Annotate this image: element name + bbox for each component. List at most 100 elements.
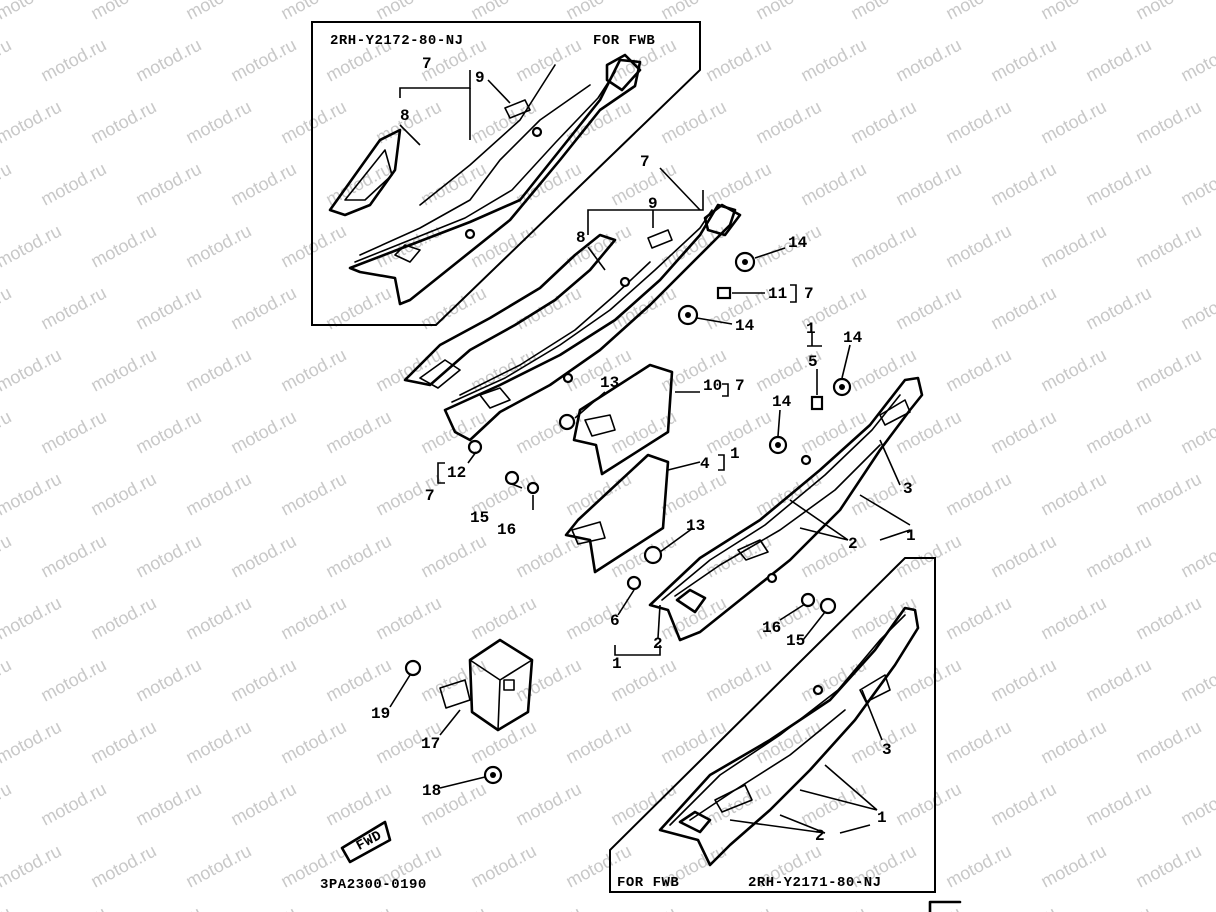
watermark-text: motod.ru [37, 655, 109, 706]
watermark-text: motod.ru [797, 779, 869, 830]
watermark-text: motod.ru [87, 593, 159, 644]
watermark-text: motod.ru [512, 531, 584, 582]
watermark-text: motod.ru [702, 531, 774, 582]
screw-19 [404, 659, 422, 677]
watermark-text: motod.ru [277, 593, 349, 644]
watermark-text: motod.ru [1082, 779, 1154, 830]
watermark-text: motod.ru [752, 717, 824, 768]
callout-11: 11 [768, 285, 787, 303]
callout-2-mid: 2 [848, 535, 858, 553]
watermark-text: motod.ru [467, 0, 539, 24]
watermark-text: motod.ru [132, 407, 204, 458]
watermark-text: motod.ru [227, 903, 299, 912]
watermark-text: motod.ru [0, 35, 15, 86]
watermark-text: motod.ru [0, 345, 65, 396]
watermark-text: motod.ru [657, 469, 729, 520]
callout-6: 6 [610, 612, 620, 630]
callout-11-ref: 7 [804, 285, 814, 303]
callouts: 7 8 9 7 8 9 14 11 7 14 1 5 14 14 13 10 7… [371, 55, 916, 845]
watermark-text: motod.ru [847, 0, 919, 24]
watermark-text: motod.ru [227, 35, 299, 86]
callout-3-bottom: 3 [882, 741, 892, 759]
watermark-text: motod.ru [942, 717, 1014, 768]
bolt-15a [504, 470, 520, 486]
callout-3: 3 [903, 480, 913, 498]
top-inset-box: 2RH-Y2172-80-NJ FOR FWB [311, 21, 701, 326]
callout-10: 10 [703, 377, 722, 395]
watermark-text: motod.ru [87, 717, 159, 768]
watermark-text: motod.ru [1177, 903, 1216, 912]
watermark-text: motod.ru [892, 779, 964, 830]
leader-lines [389, 70, 911, 834]
watermark-text: motod.ru [1177, 655, 1216, 706]
watermark-text: motod.ru [372, 593, 444, 644]
top-variant-label: FOR FWB [593, 33, 655, 49]
callout-16-b: 16 [762, 619, 781, 637]
watermark-text: motod.ru [1037, 469, 1109, 520]
watermark-text: motod.ru [797, 531, 869, 582]
callout-5: 5 [808, 353, 818, 371]
watermark-text: motod.ru [512, 407, 584, 458]
watermark-text: motod.ru [752, 97, 824, 148]
watermark-text: motod.ru [417, 655, 489, 706]
watermark-text: motod.ru [0, 159, 15, 210]
watermark-text: motod.ru [227, 531, 299, 582]
watermark-text: motod.ru [87, 0, 159, 24]
watermark-text: motod.ru [987, 407, 1059, 458]
watermark-text: motod.ru [942, 0, 1014, 24]
bottom-inset-box: FOR FWB 2RH-Y2171-80-NJ [609, 557, 936, 893]
callout-13-b: 13 [686, 517, 705, 535]
watermark-text: motod.ru [132, 35, 204, 86]
watermark-text: motod.ru [277, 345, 349, 396]
watermark-text: motod.ru [1037, 593, 1109, 644]
watermark-text: motod.ru [227, 655, 299, 706]
watermark-text: motod.ru [702, 35, 774, 86]
watermark-text: motod.ru [277, 717, 349, 768]
watermark-text: motod.ru [942, 469, 1014, 520]
watermark-text: motod.ru [277, 469, 349, 520]
watermark-text: motod.ru [132, 655, 204, 706]
watermark-text: motod.ru [37, 903, 109, 912]
callout-14-a: 14 [788, 234, 808, 252]
watermark-text: motod.ru [512, 35, 584, 86]
watermark-text: motod.ru [37, 283, 109, 334]
watermark-text: motod.ru [0, 0, 65, 24]
watermark-text: motod.ru [1177, 531, 1216, 582]
watermark-text: motod.ru [942, 841, 1014, 892]
watermark-text: motod.ru [372, 0, 444, 24]
watermark-text: motod.ru [182, 345, 254, 396]
watermark-text: motod.ru [0, 655, 15, 706]
callout-8-top: 8 [400, 107, 410, 125]
watermark-text: motod.ru [1132, 717, 1204, 768]
watermark-text: motod.ru [1177, 407, 1216, 458]
watermark-text: motod.ru [892, 407, 964, 458]
front-side-cover [648, 376, 924, 642]
watermark-text: motod.ru [892, 655, 964, 706]
watermark-text: motod.ru [0, 469, 65, 520]
watermark-text: motod.ru [227, 779, 299, 830]
watermark-text: motod.ru [512, 655, 584, 706]
watermark-text: motod.ru [0, 221, 65, 272]
watermark-text: motod.ru [1132, 469, 1204, 520]
callout-9-top: 9 [475, 69, 485, 87]
callout-16-a: 16 [497, 521, 516, 539]
watermark-text: motod.ru [132, 903, 204, 912]
collar-13b [643, 545, 663, 565]
fwd-arrow: FWD [340, 820, 392, 864]
page-corner-mark [928, 900, 962, 912]
watermark-text: motod.ru [182, 469, 254, 520]
watermark-text: motod.ru [987, 779, 1059, 830]
watermark-text: motod.ru [847, 97, 919, 148]
watermark-text: motod.ru [847, 221, 919, 272]
watermark-text: motod.ru [37, 35, 109, 86]
watermark-text: motod.ru [1082, 159, 1154, 210]
callout-13-a: 13 [600, 374, 619, 392]
callout-14-c: 14 [843, 329, 863, 347]
watermark-text: motod.ru [797, 407, 869, 458]
bottom-inset-frame [609, 557, 936, 893]
watermark-text: motod.ru [0, 903, 15, 912]
watermark-text: motod.ru [1177, 283, 1216, 334]
top-side-cover [328, 53, 642, 306]
watermark-text: motod.ru [892, 35, 964, 86]
watermark-text: motod.ru [87, 841, 159, 892]
